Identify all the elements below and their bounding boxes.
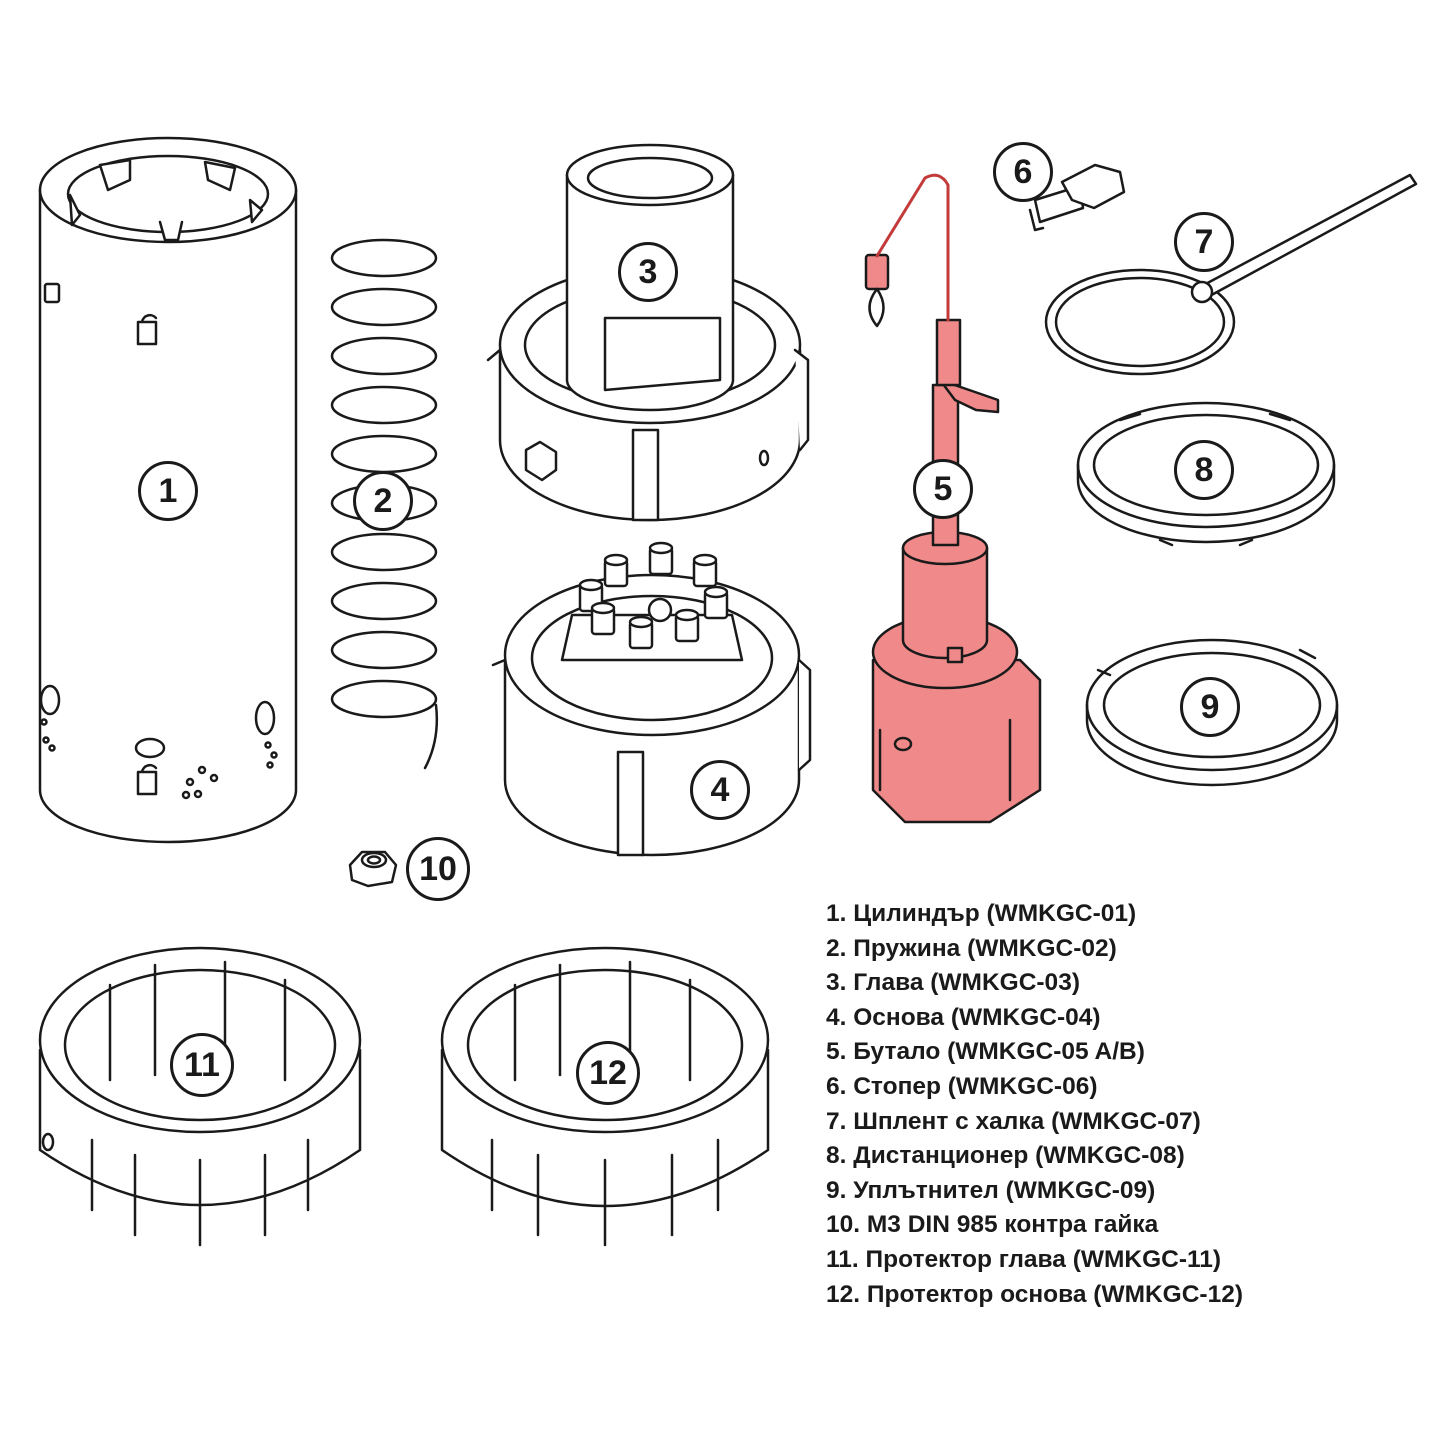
legend-item: 8. Дистанционер (WMKGC-08) xyxy=(826,1142,1185,1170)
legend-item: 11. Протектор глава (WMKGC-11) xyxy=(826,1245,1222,1273)
callout-5: 5 xyxy=(913,459,973,519)
legend-item: 2. Пружина (WMKGC-02) xyxy=(826,934,1117,962)
legend-item: 7. Шплент с халка (WMKGC-07) xyxy=(826,1107,1201,1135)
part-7-pin-with-ring xyxy=(1044,173,1418,376)
callout-12: 12 xyxy=(576,1041,640,1105)
callout-11: 11 xyxy=(170,1033,234,1097)
part-4-base xyxy=(491,541,812,857)
callout-2: 2 xyxy=(353,471,413,531)
legend-item: 12. Протектор основа (WMKGC-12) xyxy=(826,1280,1244,1308)
legend-item: 4. Основа (WMKGC-04) xyxy=(826,1003,1101,1031)
callout-9: 9 xyxy=(1180,677,1240,737)
legend-item: 6. Стопер (WMKGC-06) xyxy=(826,1072,1098,1100)
part-3-head xyxy=(486,143,810,522)
legend-item: 1. Цилиндър (WMKGC-01) xyxy=(826,900,1137,927)
callout-6: 6 xyxy=(993,142,1053,202)
callout-10: 10 xyxy=(406,837,470,901)
callout-8: 8 xyxy=(1174,440,1234,500)
callout-1: 1 xyxy=(138,461,198,521)
callout-4: 4 xyxy=(690,760,750,820)
part-6-stopper xyxy=(1028,163,1126,232)
part-10-nut xyxy=(348,850,398,888)
legend-item: 5. Бутало (WMKGC-05 A/B) xyxy=(826,1038,1145,1066)
callout-7: 7 xyxy=(1174,212,1234,272)
legend-item: 9. Уплътнител (WMKGC-09) xyxy=(826,1176,1156,1204)
legend-item: 10. М3 DIN 985 контра гайка xyxy=(826,1211,1159,1239)
callout-3: 3 xyxy=(618,242,678,302)
legend-item: 3. Глава (WMKGC-03) xyxy=(826,969,1080,997)
parts-legend: 1. Цилиндър (WMKGC-01) 2. Пружина (WMKGC… xyxy=(826,897,1243,1312)
